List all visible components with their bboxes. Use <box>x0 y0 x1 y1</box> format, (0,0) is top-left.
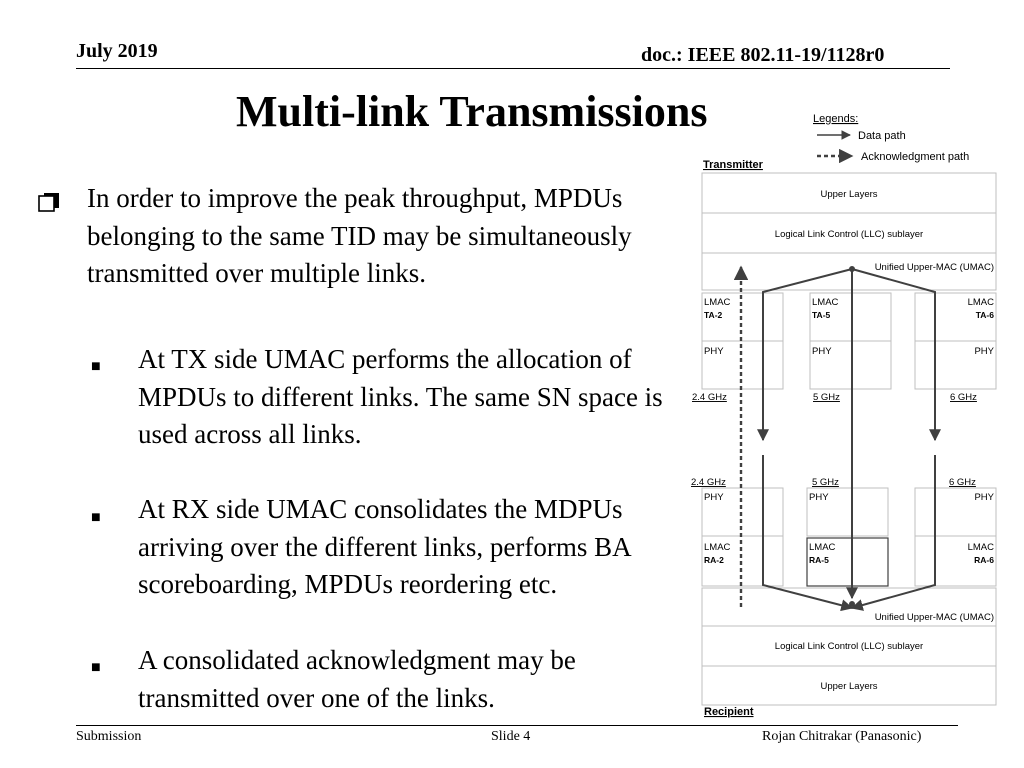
rx-lmac-3-addr: RA-6 <box>974 555 994 565</box>
tx-phy-3: PHY <box>974 346 994 357</box>
tx-lmac-2-addr: TA-5 <box>812 310 831 320</box>
transmitter-label: Transmitter <box>703 159 764 171</box>
rx-lmac-2-addr: RA-5 <box>809 555 829 565</box>
rx-phy-2: PHY <box>809 492 829 503</box>
tx-band-5ghz: 5 GHz <box>813 392 840 403</box>
rx-phy-1: PHY <box>704 492 724 503</box>
data-path-lines <box>757 268 941 612</box>
footer-author: Rojan Chitrakar (Panasonic) <box>762 729 922 744</box>
tx-band-6ghz: 6 GHz <box>950 392 977 403</box>
tx-umac: Unified Upper-MAC (UMAC) <box>875 262 994 273</box>
tx-lmac-1: LMAC <box>704 297 731 308</box>
rx-lmac-1-addr: RA-2 <box>704 555 724 565</box>
recipient-label: Recipient <box>704 706 754 718</box>
rx-lmac-1: LMAC <box>704 542 731 553</box>
sub-bullet-2: At RX side UMAC consolidates the MDPUs a… <box>138 494 631 599</box>
tx-lmac-1-addr: TA-2 <box>704 310 723 320</box>
main-bullet-text: In order to improve the peak throughput,… <box>87 183 632 288</box>
rx-data-path-left-arrow <box>762 455 854 612</box>
tx-lmac-2: LMAC <box>812 297 839 308</box>
rx-llc: Logical Link Control (LLC) sublayer <box>775 641 923 652</box>
header-doc-id: doc.: IEEE 802.11-19/1128r0 <box>641 44 885 66</box>
footer-submission: Submission <box>76 729 142 744</box>
rx-umac: Unified Upper-MAC (UMAC) <box>875 612 994 623</box>
tx-llc: Logical Link Control (LLC) sublayer <box>775 229 923 240</box>
rx-band-5ghz: 5 GHz <box>812 477 839 488</box>
rx-band-2-4ghz: 2.4 GHz <box>691 477 726 488</box>
square-bullet-icon: ■ <box>91 509 101 526</box>
rx-lmac-3: LMAC <box>968 542 995 553</box>
rx-data-path-right-arrow <box>850 455 936 611</box>
rx-phy-3: PHY <box>974 492 994 503</box>
legend-title: Legends: <box>813 113 858 125</box>
sub-bullet-1: At TX side UMAC performs the allocation … <box>138 344 663 449</box>
header-date: July 2019 <box>76 40 158 62</box>
rx-upper-layers: Upper Layers <box>820 681 877 692</box>
tx-phy-2: PHY <box>812 346 832 357</box>
footer-slide-number: Slide 4 <box>491 729 531 744</box>
legend-ack-path: Acknowledgment path <box>861 151 969 163</box>
tx-phy-1: PHY <box>704 346 724 357</box>
rx-lmac-2: LMAC <box>809 542 836 553</box>
square-bullet-icon: ■ <box>91 358 101 375</box>
rx-band-6ghz: 6 GHz <box>949 477 976 488</box>
tx-upper-layers: Upper Layers <box>820 189 877 200</box>
tx-umac-node <box>849 266 855 272</box>
rx-umac-node <box>849 601 855 607</box>
data-path-right-arrow <box>851 268 941 442</box>
tx-band-2-4ghz: 2.4 GHz <box>692 392 727 403</box>
sub-bullet-3: A consolidated acknowledgment may be tra… <box>138 645 576 713</box>
slide-title: Multi-link Transmissions <box>236 87 708 136</box>
checkbox-bullet-icon <box>38 186 60 224</box>
legend-data-path: Data path <box>858 130 906 142</box>
rx-lmac-5-highlight <box>806 537 889 587</box>
tx-lmac-3: LMAC <box>968 297 995 308</box>
data-path-left-arrow <box>757 268 853 442</box>
tx-lmac-3-addr: TA-6 <box>976 310 995 320</box>
footer-rule <box>76 725 958 726</box>
square-bullet-icon: ■ <box>91 659 101 676</box>
header-rule <box>76 68 950 69</box>
